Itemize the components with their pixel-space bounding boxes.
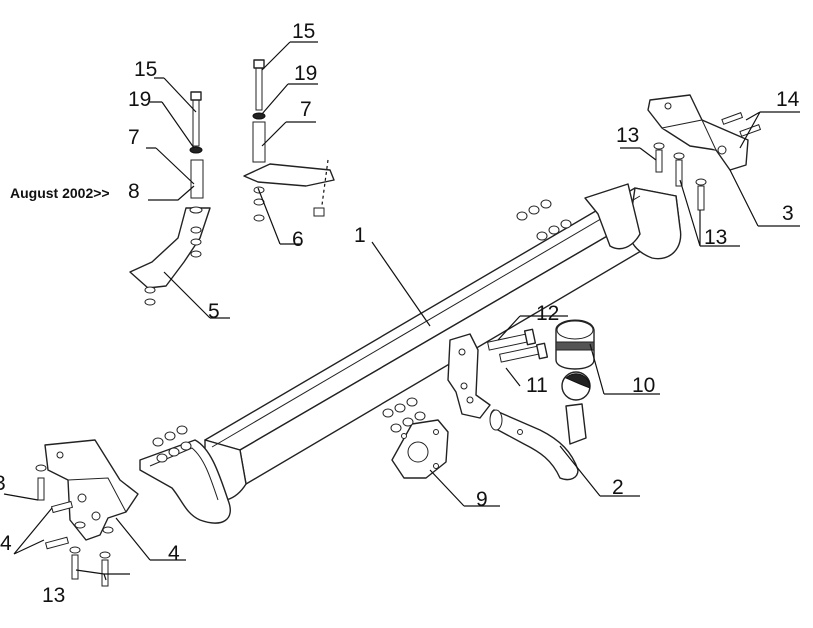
label-main-beam: 1 [354,224,366,247]
part-labels: 1 2 3 4 4 3 5 6 7 7 8 9 10 11 12 13 13 1… [0,20,800,607]
label-fastener-13-top-right: 13 [616,124,639,147]
bolt-12 [487,328,537,351]
socket-plate [391,419,449,479]
ball-cover [555,319,595,370]
leader-lines [3,41,800,581]
label-washer-19-b: 19 [294,62,317,85]
ball-neck [489,371,591,481]
label-fastener-13-right: 13 [704,226,727,249]
label-support-strut: 5 [208,300,220,323]
label-bolt-15-a: 15 [134,58,157,81]
nut-washer-stack-right [516,199,572,241]
label-fastener-13-bottom-left: 13 [42,584,65,607]
support-strut-assembly [129,91,211,306]
label-socket-plate: 9 [476,488,488,511]
label-left-bolt-top: 3 [0,472,6,495]
fasteners-right [653,112,762,211]
left-bracket [44,439,139,541]
label-left-bolt: 4 [0,532,12,555]
label-ball-neck: 2 [612,476,624,499]
center-mount [447,333,491,419]
label-spacer-a: 7 [128,126,140,149]
label-bolt-15-b: 15 [292,20,315,43]
fasteners-left [35,464,114,587]
label-bolt-12: 12 [536,302,559,325]
label-date-note: August 2002>> [10,185,110,201]
right-bracket [647,94,749,171]
label-bolt-11: 11 [526,374,548,397]
label-washer-19-a: 19 [128,88,151,111]
nut-washer-stack-center [382,397,426,433]
support-plate-assembly [243,59,335,222]
right-arm [584,183,641,250]
label-ball-cover: 10 [632,374,655,397]
nut-washer-stack-left [152,425,192,463]
label-support-plate: 6 [292,228,304,251]
label-bolt-14: 14 [776,88,800,111]
label-bracket-8: 8 [128,180,140,203]
label-right-bracket: 3 [782,202,794,225]
label-spacer-b: 7 [300,98,312,121]
bolt-11 [499,342,549,363]
label-left-bracket: 4 [168,542,180,565]
